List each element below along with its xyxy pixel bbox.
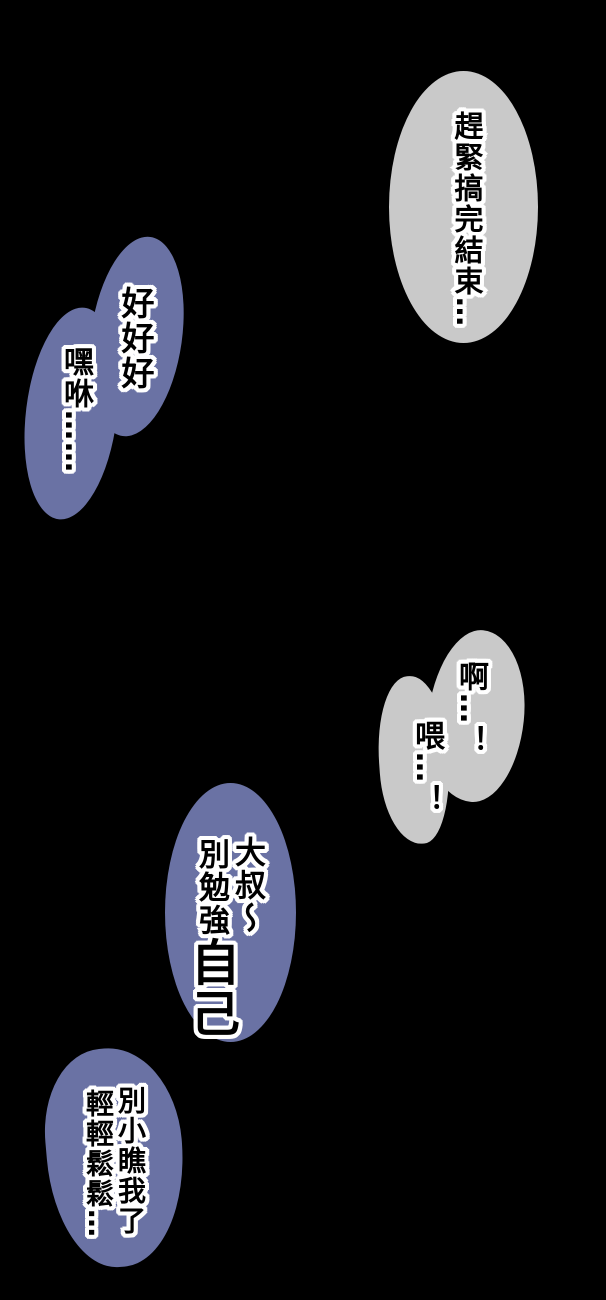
speech-text-column: 輕輕鬆鬆…	[80, 1087, 118, 1242]
bubble-lobe	[165, 783, 296, 1042]
speech-text: 喂…！	[407, 718, 447, 819]
speech-text: 啊…！	[451, 659, 491, 760]
speech-text-column: 別小瞧我了	[112, 1084, 150, 1239]
bubble-lobe	[389, 71, 538, 343]
speech-text-column: 大叔～	[227, 834, 268, 938]
speech-text: 好好好	[114, 284, 158, 394]
speech-text-segment: 別勉強	[191, 836, 232, 940]
speech-text: 嘿咻……	[56, 344, 96, 477]
speech-text-column: 別勉強自己	[181, 836, 243, 1042]
speech-text: 趕緊搞完結束…	[448, 109, 487, 331]
speech-text-segment-emphasis: 自己	[181, 935, 243, 1042]
